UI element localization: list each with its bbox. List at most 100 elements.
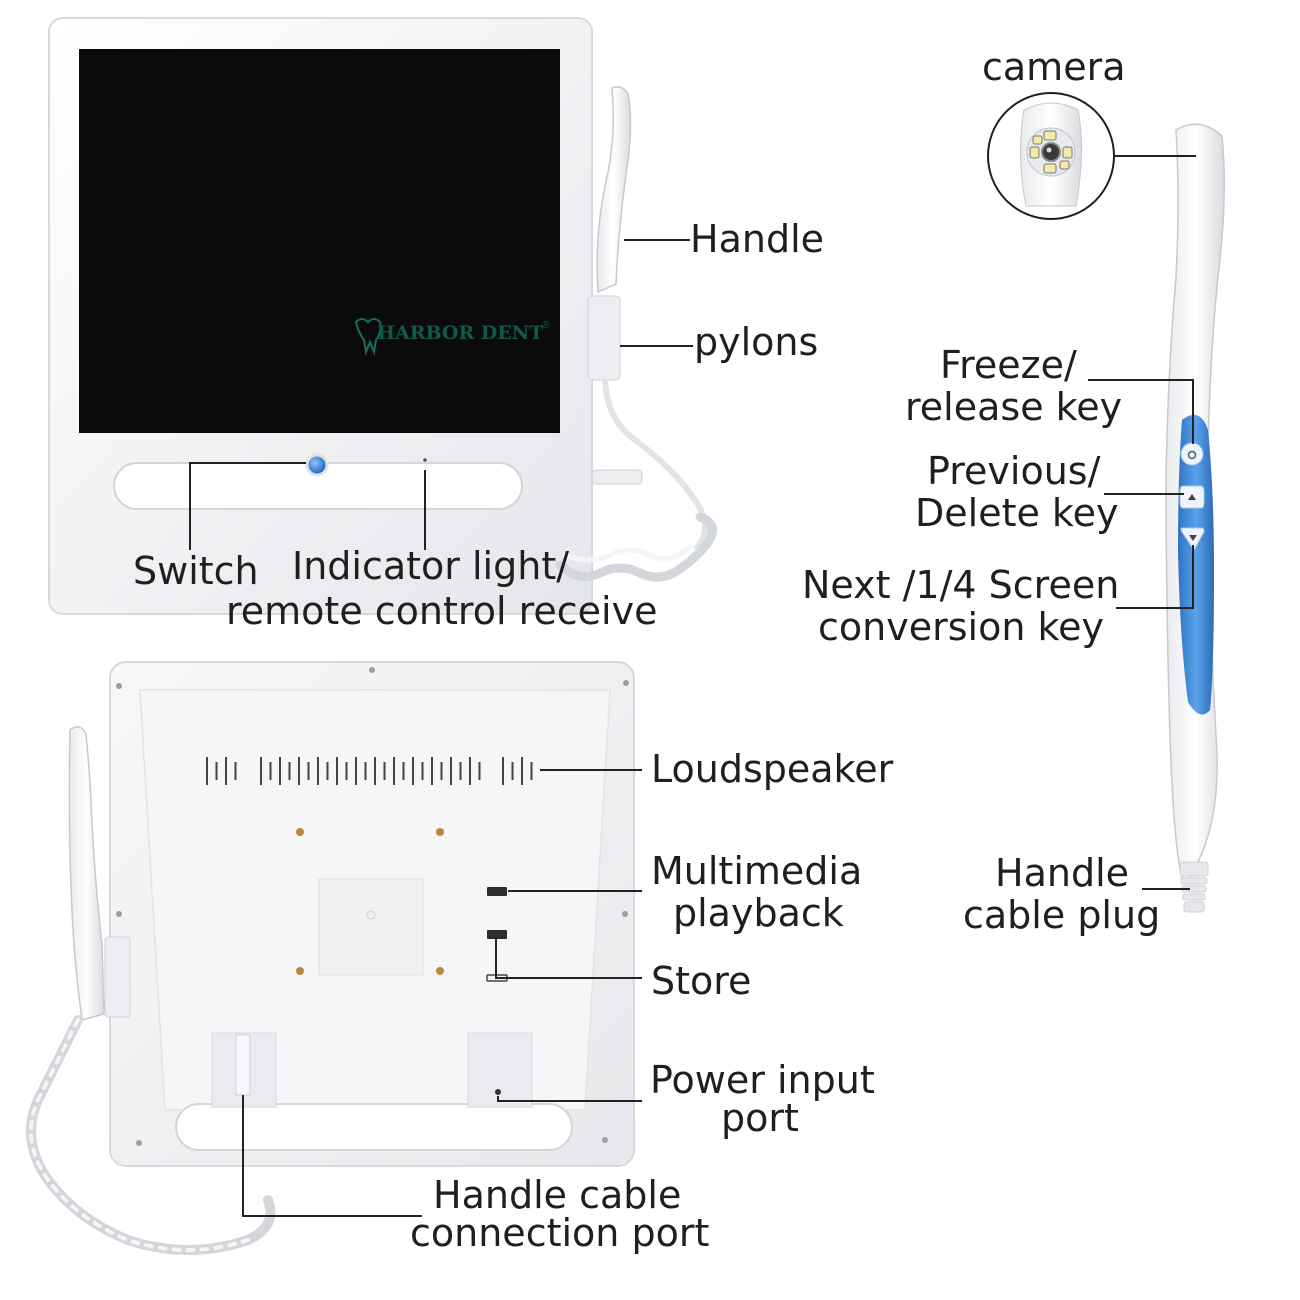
leader-lines (189, 155, 1196, 1217)
speaker-slot (260, 757, 262, 785)
speaker-slot (364, 762, 367, 780)
leader-cable-port (242, 1095, 422, 1217)
label-cable-plug-line2: cable plug (963, 893, 1160, 937)
speaker-slot (402, 762, 405, 780)
speaker-slot (421, 762, 424, 780)
back-coiled-cable (25, 1015, 276, 1255)
label-loudspeaker: Loudspeaker (651, 747, 894, 791)
label-indicator-line2: remote control receive (226, 589, 657, 633)
brand-registered-mark: ® (541, 320, 551, 331)
back-handle-slot (175, 1103, 573, 1151)
speaker-slot (298, 757, 300, 785)
speaker-slot (288, 762, 291, 780)
led-lights (1029, 130, 1073, 174)
up-arrow-icon (1188, 494, 1196, 500)
speaker-slot (225, 757, 227, 785)
down-arrow-icon (1189, 535, 1197, 541)
camera-lens-icon (1041, 142, 1061, 162)
tooth-logo-icon (354, 318, 382, 356)
speaker-slot (326, 762, 329, 780)
brand-name: HARBOR DENT (377, 322, 543, 344)
label-cable-plug-line1: Handle (995, 851, 1129, 895)
speaker-slot (355, 757, 357, 785)
label-next-line1: Next /1/4 Screen (802, 563, 1119, 607)
leader-switch (189, 462, 306, 550)
label-multimedia-line2: playback (673, 891, 844, 935)
speaker-slot (502, 757, 504, 785)
label-next-line2: conversion key (818, 605, 1104, 649)
front-wand (596, 86, 632, 294)
power-port-recess (467, 1032, 533, 1108)
label-freeze-line2: release key (905, 385, 1122, 429)
lens-glint (1046, 147, 1052, 153)
back-pylon-holder (104, 936, 131, 1018)
vesa-center-mark (366, 910, 376, 920)
screen (79, 49, 560, 433)
label-indicator-line1: Indicator light/ (292, 544, 569, 588)
label-power-line2: port (721, 1096, 799, 1140)
usb-port-store[interactable] (487, 930, 507, 939)
speaker-slot (511, 762, 514, 780)
label-store: Store (651, 959, 751, 1003)
leader-store (495, 939, 642, 979)
case-screws (116, 667, 629, 1146)
label-previous-line2: Delete key (915, 491, 1118, 535)
speaker-slot (345, 762, 348, 780)
label-camera: camera (982, 45, 1125, 89)
speaker-slot (450, 757, 452, 785)
label-previous-line1: Previous/ (927, 449, 1101, 493)
label-handle: Handle (690, 217, 824, 261)
label-switch: Switch (133, 549, 259, 593)
leader-power (497, 1096, 642, 1102)
speaker-slot (279, 757, 281, 785)
usb-port-multimedia[interactable] (487, 887, 507, 896)
speaker-slot (206, 757, 208, 785)
power-switch-button[interactable] (305, 453, 329, 477)
speaker-slot (521, 757, 523, 785)
speaker-slot (530, 762, 533, 780)
screw-holes (296, 828, 444, 975)
speaker-slot (459, 762, 462, 780)
leader-next (1116, 545, 1194, 609)
speaker-slot (412, 757, 414, 785)
label-multimedia-line1: Multimedia (651, 849, 862, 893)
brand-logo: HARBOR DENT ® (354, 318, 551, 356)
leader-freeze (1088, 379, 1194, 444)
speaker-slot (393, 757, 395, 785)
speaker-slot (317, 757, 319, 785)
speaker-slot (431, 757, 433, 785)
wand-cable-plug (1179, 861, 1209, 913)
label-cable-port-line2: connection port (410, 1211, 709, 1255)
camera-closeup (987, 92, 1115, 220)
freeze-release-key[interactable] (1180, 442, 1204, 466)
back-wand (68, 726, 105, 1021)
speaker-slot (478, 762, 481, 780)
front-cable-plug (591, 469, 643, 485)
camera-wand (1165, 123, 1225, 913)
front-pylon-holder (587, 295, 621, 381)
speaker-slot (234, 762, 237, 780)
label-power-line1: Power input (650, 1058, 875, 1102)
front-cable (602, 379, 708, 553)
back-monitor (25, 661, 635, 1255)
label-freeze-line1: Freeze/ (940, 343, 1077, 387)
front-coiled-cable (555, 512, 717, 582)
speaker-slot (374, 757, 376, 785)
indicator-light (423, 458, 427, 462)
camera-glyph-icon (1187, 450, 1197, 460)
speaker-slot (383, 762, 386, 780)
labels: camera Handle pylons Freeze/ release key… (133, 45, 1160, 1255)
power-input-port[interactable] (495, 1089, 501, 1095)
label-pylons: pylons (694, 320, 818, 364)
front-monitor: HARBOR DENT ® (48, 17, 717, 615)
speaker-slot (440, 762, 443, 780)
speaker-slot (269, 762, 272, 780)
speaker-slot (336, 757, 338, 785)
speaker-slot (215, 762, 218, 780)
loudspeaker-grille (206, 757, 533, 785)
label-cable-port-line1: Handle cable (433, 1173, 681, 1217)
vesa-plate (318, 878, 424, 976)
speaker-slot (307, 762, 310, 780)
handle-cable-connection-port[interactable] (235, 1034, 251, 1096)
